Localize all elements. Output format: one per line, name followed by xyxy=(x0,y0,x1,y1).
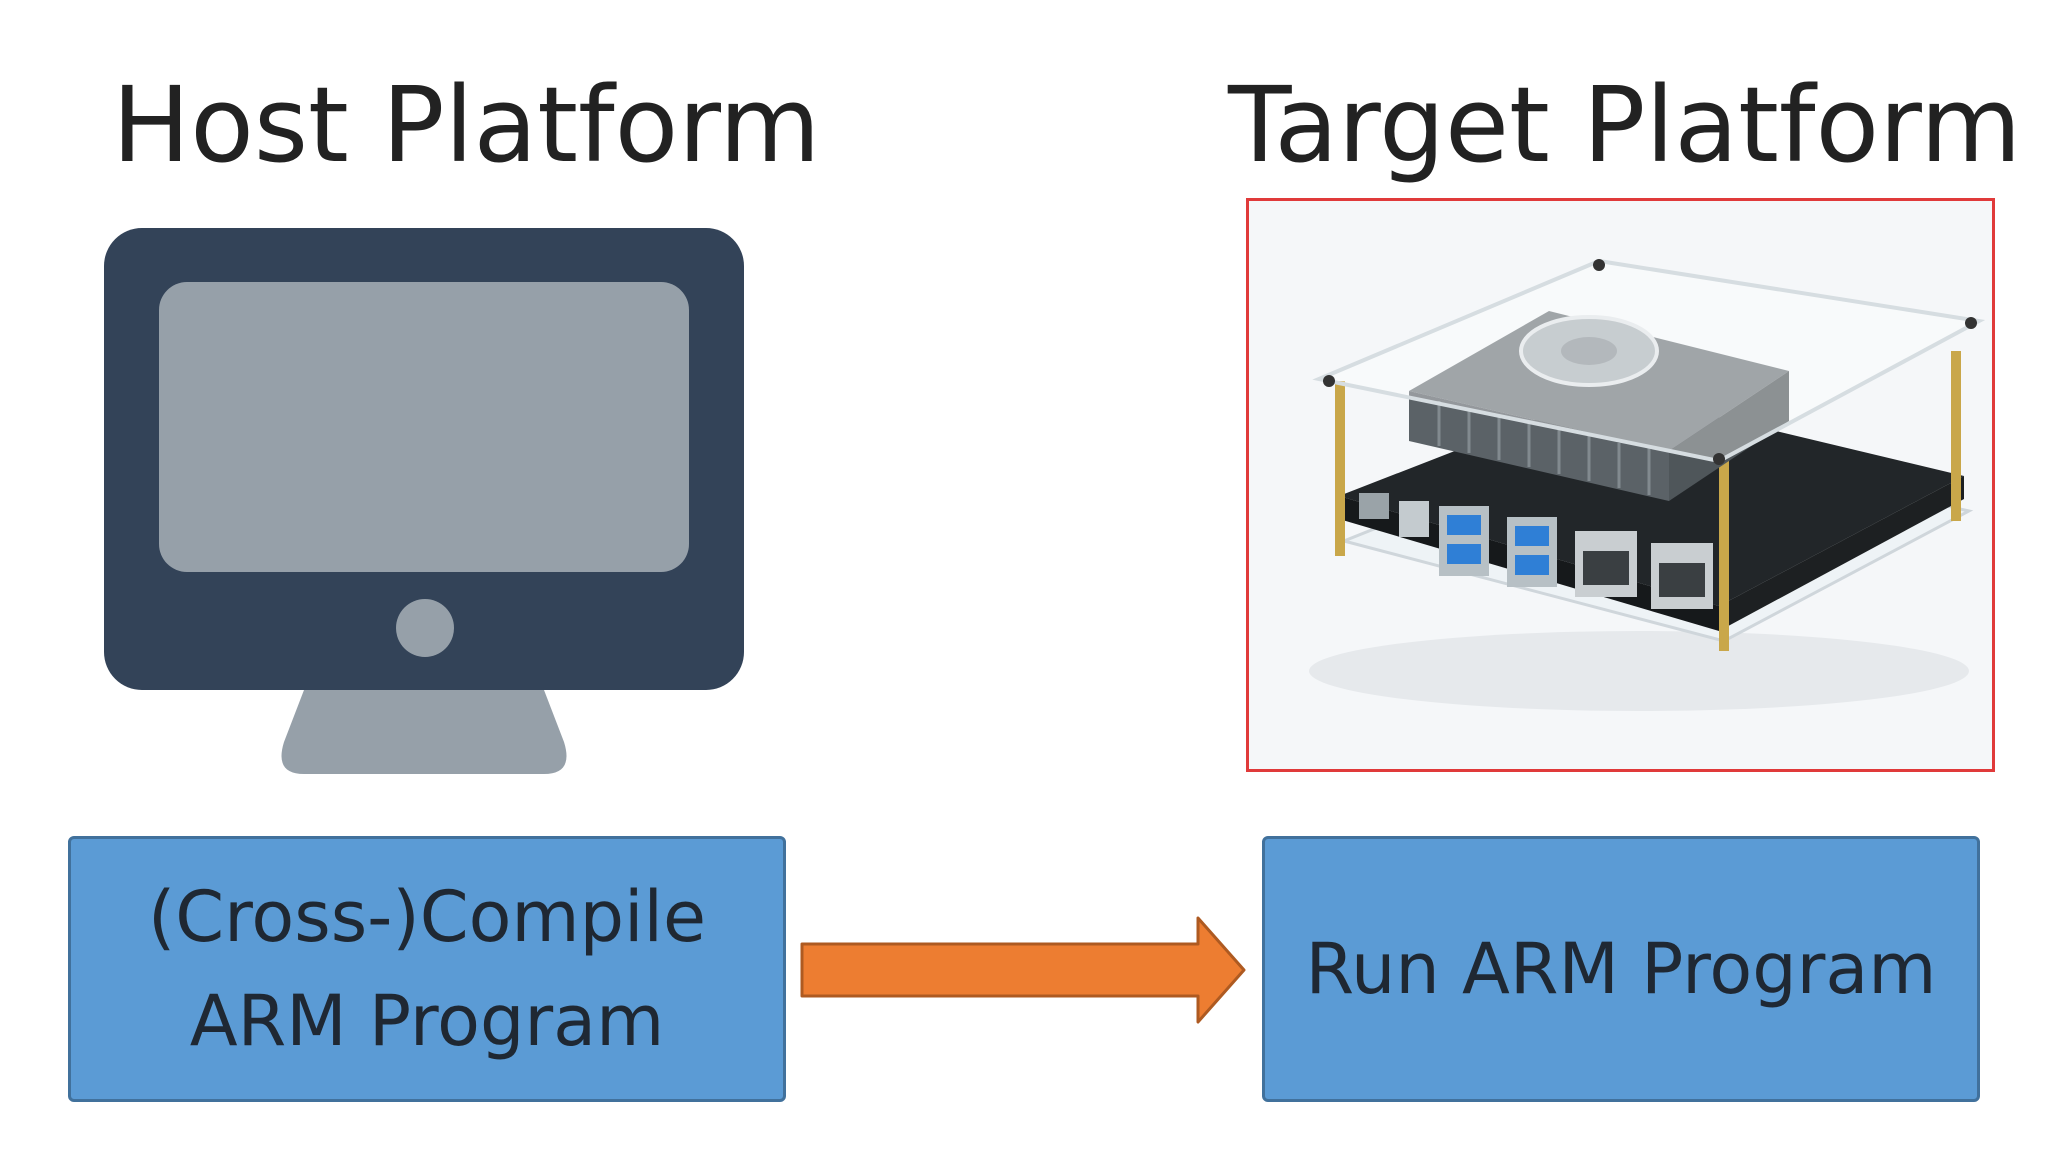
monitor-icon xyxy=(104,228,744,774)
cross-compile-box: (Cross-)Compile ARM Program xyxy=(68,836,786,1102)
compile-box-line-1: (Cross-)Compile xyxy=(147,876,707,958)
target-platform-title: Target Platform xyxy=(1228,64,2022,186)
right-arrow-icon xyxy=(800,916,1246,1024)
host-platform-title: Host Platform xyxy=(112,64,821,186)
run-program-box: Run ARM Program xyxy=(1262,836,1980,1102)
compile-box-line-2: ARM Program xyxy=(189,980,665,1062)
dev-board-photo xyxy=(1246,198,1995,772)
run-box-label: Run ARM Program xyxy=(1305,928,1937,1010)
